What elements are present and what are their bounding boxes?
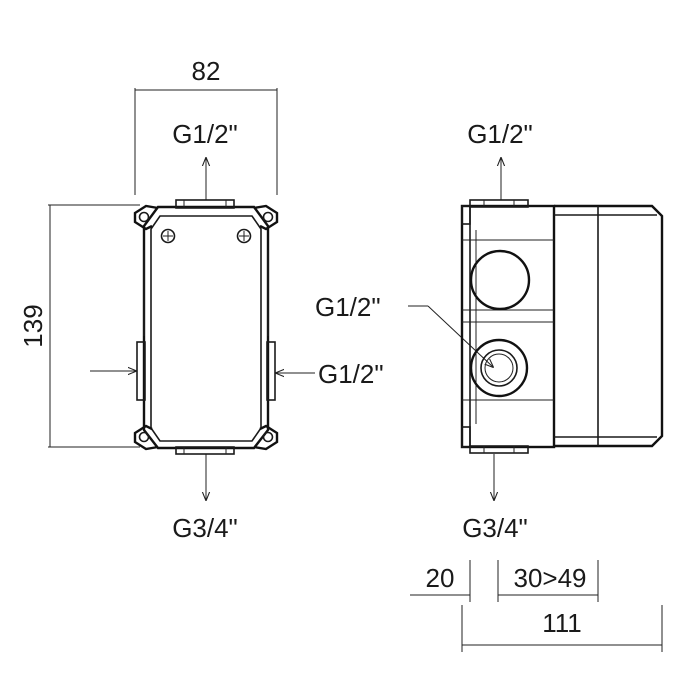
mounting-ear-bottom-right (253, 424, 279, 451)
depth-dimension-b-label: 30>49 (513, 563, 586, 593)
side-bottom-port: G3/4" (462, 454, 528, 543)
depth-dimension-a-label: 20 (426, 563, 455, 593)
side-box-body (460, 199, 664, 454)
depth-total-label: 111 (542, 608, 582, 638)
front-bottom-port: G3/4" (172, 454, 238, 543)
depth-dimension-b: 30>49 (497, 560, 599, 602)
side-top-port-label: G1/2" (467, 119, 533, 149)
upper-boss (469, 249, 531, 311)
height-dimension-label: 139 (18, 304, 48, 347)
front-top-port: G1/2" (172, 119, 238, 200)
mounting-ear-top-left (133, 204, 159, 231)
screw-icon (160, 228, 176, 244)
width-dimension-label: 82 (192, 56, 221, 86)
front-box-body (136, 199, 276, 455)
side-front-port: G1/2" (315, 292, 493, 367)
mounting-ear-bottom-left (133, 424, 159, 451)
side-bottom-port-label: G3/4" (462, 513, 528, 543)
depth-dimension-a: 20 (410, 560, 471, 602)
front-bottom-port-label: G3/4" (172, 513, 238, 543)
depth-total-dimension: 111 (461, 605, 663, 652)
front-view: 82 139 G1/2" G1/2" G3/4" (18, 56, 384, 543)
lower-port-boss (469, 338, 529, 398)
width-dimension: 82 (134, 56, 278, 195)
front-top-port-label: G1/2" (172, 119, 238, 149)
side-view: G1/2" G1/2" G3/4" (315, 119, 664, 652)
front-side-port: G1/2" (90, 359, 384, 389)
side-top-port: G1/2" (467, 119, 533, 200)
front-side-port-label: G1/2" (318, 359, 384, 389)
screw-icon (236, 228, 252, 244)
mounting-ear-top-right (253, 204, 279, 231)
side-front-port-label: G1/2" (315, 292, 381, 322)
height-dimension: 139 (18, 204, 140, 448)
